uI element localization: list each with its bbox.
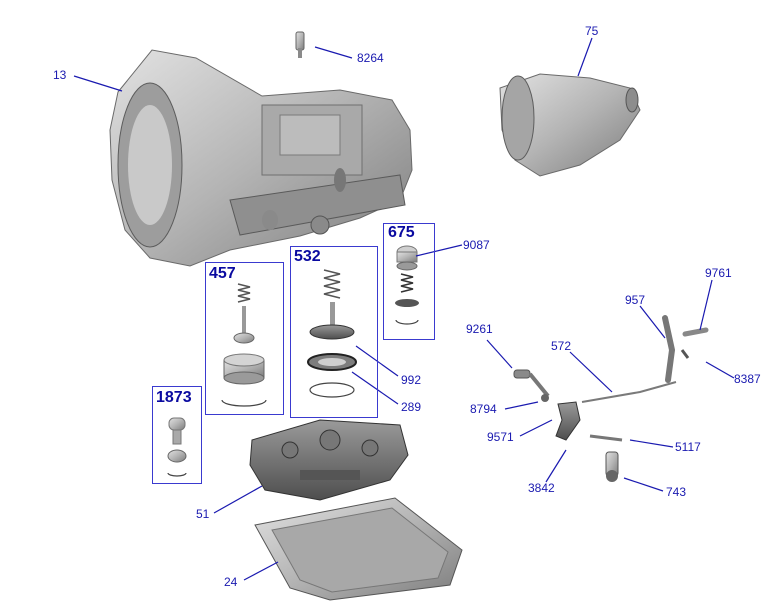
callout-289: 289 bbox=[401, 400, 422, 414]
kit-675-box bbox=[383, 223, 435, 340]
callout-8264: 8264 bbox=[357, 51, 384, 65]
callout-51: 51 bbox=[196, 507, 210, 521]
callout-992: 992 bbox=[401, 373, 422, 387]
kit-1873-label: 1873 bbox=[156, 389, 192, 406]
callout-13: 13 bbox=[53, 68, 67, 82]
kit-532-parts-image bbox=[307, 269, 357, 398]
shift-linkage-image bbox=[513, 315, 709, 482]
callout-8794: 8794 bbox=[470, 402, 497, 416]
kit-457-parts-image bbox=[221, 283, 267, 407]
valve-body-image bbox=[249, 419, 409, 501]
callout-9261: 9261 bbox=[466, 322, 493, 336]
kit-1873-box bbox=[152, 386, 202, 484]
kit-457-label: 457 bbox=[209, 265, 236, 282]
kit-1873-parts-image bbox=[167, 417, 187, 477]
kit-532-label: 532 bbox=[294, 248, 321, 265]
oil-pan-image bbox=[254, 497, 463, 601]
leader-lines bbox=[73, 37, 735, 581]
callout-957: 957 bbox=[625, 293, 646, 307]
kit-532-box bbox=[290, 246, 378, 418]
callout-24: 24 bbox=[224, 575, 238, 589]
kit-675-label: 675 bbox=[388, 224, 415, 241]
callout-9571: 9571 bbox=[487, 430, 514, 444]
callout-8387: 8387 bbox=[734, 372, 761, 386]
callout-5117: 5117 bbox=[675, 440, 701, 454]
callout-3842: 3842 bbox=[528, 481, 555, 495]
callout-572: 572 bbox=[551, 339, 572, 353]
callout-743: 743 bbox=[666, 485, 687, 499]
extension-housing-image bbox=[499, 73, 641, 177]
transmission-case-image bbox=[109, 49, 413, 267]
sensor-image bbox=[295, 31, 305, 58]
callout-9761: 9761 bbox=[705, 266, 732, 280]
kit-675-parts-image bbox=[395, 245, 419, 325]
kit-457-box bbox=[205, 262, 284, 415]
callout-9087: 9087 bbox=[463, 238, 490, 252]
callout-75: 75 bbox=[585, 24, 599, 38]
